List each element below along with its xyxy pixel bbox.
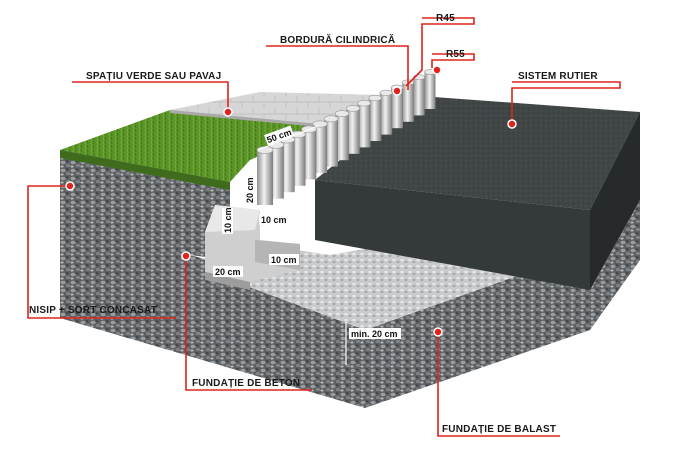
curb-stone bbox=[379, 92, 393, 135]
dim-min-20cm: min. 20 cm bbox=[351, 329, 398, 339]
curb-stone-top bbox=[334, 110, 350, 117]
curb-stone bbox=[312, 124, 328, 173]
label-fundatie-beton: FUNDAȚIE DE BETON bbox=[192, 378, 300, 389]
curb-stone bbox=[368, 98, 382, 141]
paving-surface bbox=[170, 92, 420, 128]
label-sistem-rutier: SISTEM RUTIER bbox=[518, 71, 598, 82]
dim-20cm-vertical: 20 cm bbox=[245, 177, 255, 203]
dim-10cm-b: 10 cm bbox=[261, 215, 287, 225]
cylindrical-curb bbox=[256, 69, 436, 205]
label-spatiu-verde: SPAȚIU VERDE SAU PAVAJ bbox=[86, 71, 221, 82]
sistem-rutier-marker bbox=[507, 119, 517, 129]
fundatie-beton-marker bbox=[181, 251, 191, 261]
left-gravel-block bbox=[60, 150, 230, 300]
r55-marker bbox=[432, 65, 442, 75]
curb-stone-top bbox=[312, 120, 328, 128]
label-r45: R45 bbox=[436, 13, 455, 24]
curb-stone bbox=[335, 113, 349, 161]
dim-10cm-a: 10 cm bbox=[223, 207, 233, 233]
curb-stone bbox=[357, 103, 371, 148]
curb-stone bbox=[402, 82, 414, 122]
curb-stone bbox=[424, 72, 436, 109]
curb-stone bbox=[324, 118, 338, 167]
ballast-foundation-layer bbox=[60, 183, 640, 408]
dimension-annotations: 50 cm 20 cm 10 cm 10 cm 10 cm 20 cm min.… bbox=[213, 125, 401, 365]
curb-stone bbox=[257, 150, 273, 205]
curb-stone-top bbox=[323, 115, 339, 123]
bordura-marker bbox=[392, 86, 402, 96]
callouts: R45 BORDURĂ CILINDRICĂ R55 SPAȚIU VERDE … bbox=[27, 13, 621, 437]
label-bordura-cilindrica: BORDURĂ CILINDRICĂ bbox=[280, 33, 395, 46]
curb-stone bbox=[346, 108, 360, 154]
label-nisip-sort: NISIP + SORT CONCASAT bbox=[29, 305, 157, 316]
fundatie-balast-marker bbox=[433, 327, 443, 337]
curb-stone-top bbox=[379, 89, 393, 96]
curb-stone bbox=[413, 77, 425, 116]
label-r55: R55 bbox=[446, 49, 465, 60]
dim-20cm-bottom: 20 cm bbox=[215, 267, 241, 277]
grass-surface bbox=[60, 110, 330, 190]
spatiu-verde-marker bbox=[223, 107, 233, 117]
label-fundatie-balast: FUNDAȚIE DE BALAST bbox=[442, 424, 556, 435]
dim-10cm-c: 10 cm bbox=[271, 255, 297, 265]
nisip-marker bbox=[65, 181, 75, 191]
curb-stone-top bbox=[368, 94, 382, 102]
curb-stone-top bbox=[357, 99, 371, 107]
curb-stone bbox=[391, 87, 403, 129]
curb-stone-top bbox=[346, 105, 360, 112]
